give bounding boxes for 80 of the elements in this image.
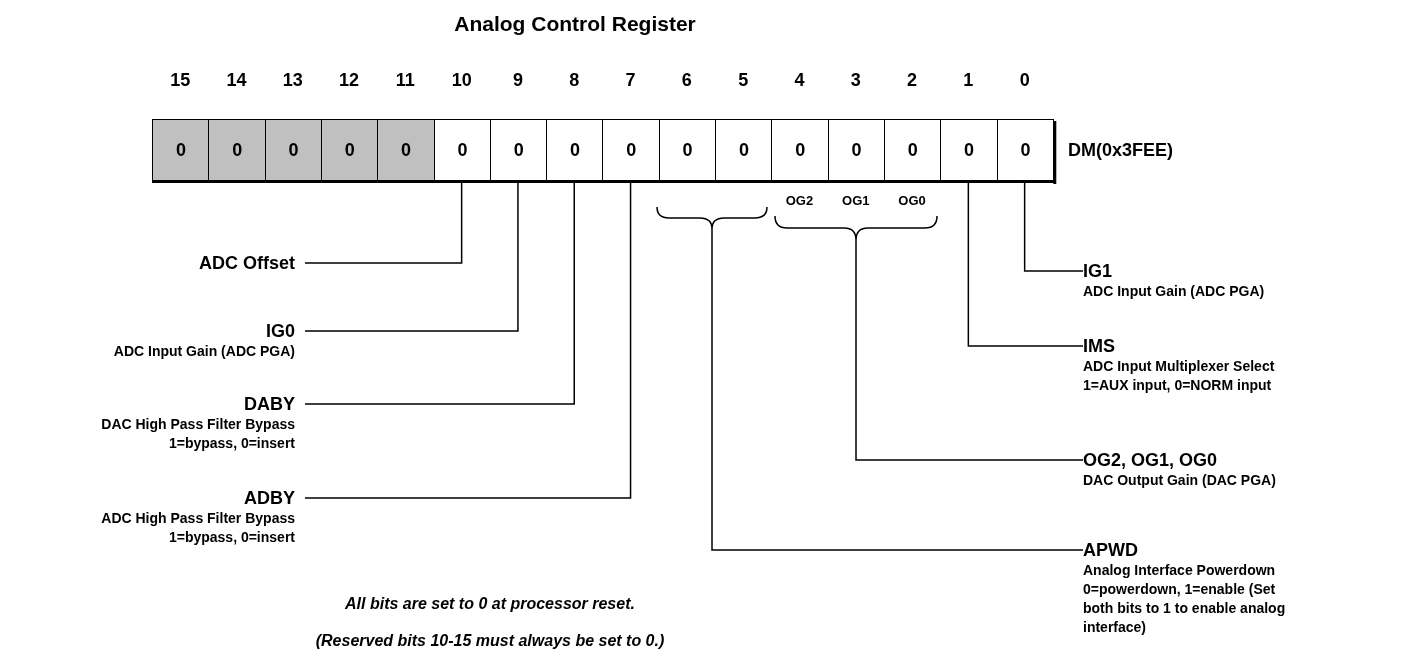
- leader-line: [711, 228, 1084, 551]
- leader-line: [304, 182, 575, 405]
- field-name: OG2: [784, 193, 815, 208]
- register-bit-cell: [602, 119, 661, 183]
- bit-number: 8: [568, 70, 581, 91]
- bit-number: 2: [906, 70, 919, 91]
- bit-number: 12: [338, 70, 361, 91]
- field-note: ADC Input Gain (ADC PGA): [112, 342, 295, 361]
- bit-number: 7: [624, 70, 637, 91]
- field-name: DABY: [243, 393, 295, 415]
- bit-number: 10: [450, 70, 473, 91]
- bit-value: 0: [457, 139, 468, 161]
- bit-number: 14: [225, 70, 248, 91]
- register-bit-cell: [996, 119, 1055, 183]
- bit-value: 0: [851, 139, 862, 161]
- register-bit-cell: [320, 119, 379, 183]
- bit-number: 1: [962, 70, 975, 91]
- bit-value: 0: [907, 139, 918, 161]
- bit-value: 0: [626, 139, 637, 161]
- bit-value: 0: [288, 139, 299, 161]
- field-name: ADBY: [243, 487, 295, 509]
- leader-line: [304, 182, 463, 264]
- bit-value: 0: [738, 139, 749, 161]
- register-bit-cell: [208, 119, 267, 183]
- register-bit-cell: [883, 119, 942, 183]
- field-name: OG0: [897, 193, 927, 208]
- curly-brace: [656, 206, 768, 230]
- register-bit-cell: [658, 119, 717, 183]
- field-name: IG0: [265, 320, 295, 342]
- bit-number: 13: [281, 70, 304, 91]
- bit-value: 0: [795, 139, 806, 161]
- leader-line: [967, 182, 1084, 347]
- bit-value: 0: [570, 139, 580, 161]
- footnote: (Reserved bits 10-15 must always be set to 0.): [314, 632, 666, 650]
- leader-line: [855, 239, 1084, 461]
- register-bit-cell: [546, 119, 604, 183]
- register-bit-cell: [152, 119, 210, 183]
- register-bit-cell: [827, 119, 886, 183]
- field-name: ADC Offset: [198, 252, 295, 274]
- bit-value: 0: [344, 139, 355, 161]
- register-bit-cell: [489, 119, 548, 183]
- footnote: All bits are set to 0 at processor reset.: [344, 595, 636, 613]
- bit-number: 6: [680, 70, 693, 91]
- register-bit-cell: [264, 119, 323, 183]
- field-note: Analog Interface Powerdown 0=powerdown, 1=enable (Set both bits to 1 to enable analog interface): [1083, 561, 1287, 637]
- register-bit-cell: [771, 119, 830, 183]
- bit-value: 0: [513, 139, 524, 161]
- field-name: IG1: [1083, 260, 1113, 282]
- bit-number: 4: [793, 70, 806, 91]
- bit-value: 0: [175, 139, 186, 161]
- bit-number: 15: [169, 70, 192, 91]
- bit-value: 0: [401, 139, 412, 161]
- register-bit-cell: [433, 119, 492, 183]
- diagram-title: Analog Control Register: [453, 12, 697, 36]
- field-name: APWD: [1083, 539, 1139, 561]
- field-name: IMS: [1083, 335, 1116, 357]
- bit-number: 9: [511, 70, 524, 91]
- field-name: OG2, OG1, OG0: [1083, 449, 1219, 471]
- bit-value: 0: [1020, 139, 1031, 161]
- field-note: ADC Input Gain (ADC PGA): [1083, 282, 1266, 301]
- field-name: OG1: [841, 193, 871, 208]
- register-bit-cell: [377, 119, 435, 183]
- leader-line: [304, 182, 519, 332]
- leader-line: [304, 182, 632, 499]
- bit-number: 0: [1018, 70, 1031, 91]
- register-bit-cell: [715, 119, 773, 183]
- bit-number: 3: [849, 70, 862, 91]
- bit-value: 0: [682, 139, 693, 161]
- register-address: DM(0x3FEE): [1068, 140, 1175, 161]
- curly-brace: [774, 215, 938, 241]
- field-note: DAC Output Gain (DAC PGA): [1083, 471, 1277, 490]
- leader-line: [1023, 182, 1084, 272]
- field-note: ADC Input Multiplexer Select 1=AUX input, 0=NORM input: [1083, 357, 1276, 395]
- register-bit-cell: [940, 119, 998, 183]
- bit-number: 5: [737, 70, 750, 91]
- field-note: DAC High Pass Filter Bypass 1=bypass, 0=insert: [100, 415, 295, 453]
- field-note: ADC High Pass Filter Bypass 1=bypass, 0=insert: [100, 509, 295, 547]
- bit-value: 0: [232, 139, 243, 161]
- bit-value: 0: [964, 139, 975, 161]
- bit-number: 11: [394, 70, 416, 91]
